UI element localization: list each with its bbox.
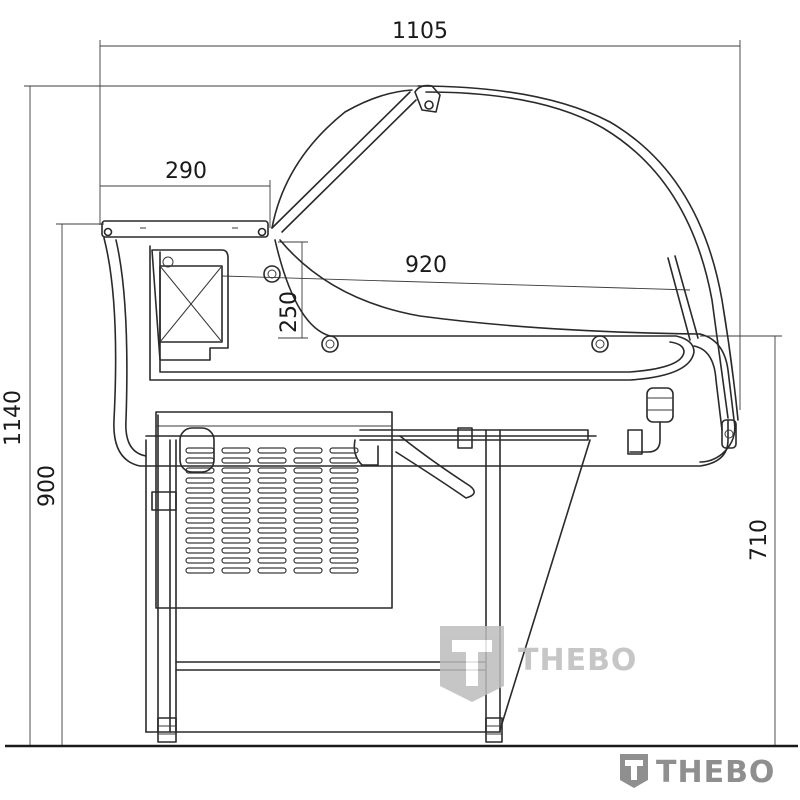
grille-slot bbox=[185, 487, 215, 494]
grille-slot bbox=[221, 477, 251, 484]
grille-slot bbox=[257, 447, 287, 454]
dim-shelf-width: 290 bbox=[165, 159, 207, 184]
dim-inner-width: 920 bbox=[405, 253, 447, 278]
grille-slot bbox=[257, 537, 287, 544]
expansion-valve bbox=[627, 387, 737, 455]
grille-slot bbox=[185, 457, 215, 464]
support-frame bbox=[145, 414, 597, 743]
grille-slot bbox=[257, 547, 287, 554]
evaporator-box bbox=[151, 249, 229, 361]
grille-slot bbox=[221, 457, 251, 464]
grille-slot bbox=[293, 537, 323, 544]
grille-slot bbox=[293, 487, 323, 494]
watermark-brand-center: THEBO bbox=[518, 643, 637, 678]
grille-slot bbox=[293, 497, 323, 504]
grille-slot bbox=[329, 477, 359, 484]
grille-slot bbox=[257, 497, 287, 504]
grille-slot bbox=[221, 567, 251, 574]
grille-slot bbox=[221, 507, 251, 514]
grille-slot bbox=[329, 447, 359, 454]
grille-slot bbox=[185, 447, 215, 454]
grille-slot bbox=[329, 497, 359, 504]
grille-slot bbox=[329, 487, 359, 494]
grille-slot bbox=[221, 517, 251, 524]
knob bbox=[263, 265, 281, 283]
dim-inner-height: 250 bbox=[277, 291, 302, 333]
dimension-lines bbox=[24, 40, 782, 745]
grille-slot bbox=[293, 477, 323, 484]
dim-total-height: 1140 bbox=[1, 390, 26, 446]
grille-slot bbox=[221, 537, 251, 544]
grille-slot bbox=[293, 517, 323, 524]
grille-slot bbox=[257, 457, 287, 464]
glass-canopy bbox=[271, 84, 739, 421]
hinge-pin bbox=[424, 100, 434, 110]
dim-counter-height: 900 bbox=[35, 465, 60, 507]
grille-slot bbox=[293, 457, 323, 464]
grille-slot bbox=[257, 557, 287, 564]
grille-slot bbox=[185, 497, 215, 504]
cabinet-body bbox=[103, 237, 736, 467]
top-shelf bbox=[101, 220, 269, 238]
grille-slot bbox=[257, 487, 287, 494]
dim-deck-height: 710 bbox=[747, 519, 772, 561]
knob bbox=[321, 335, 339, 353]
grille-slot bbox=[185, 547, 215, 554]
grille-slot bbox=[329, 507, 359, 514]
grille-slot bbox=[221, 487, 251, 494]
grille-slot bbox=[293, 447, 323, 454]
hinge bbox=[414, 84, 441, 113]
grille-slot bbox=[293, 467, 323, 474]
grille-slot bbox=[293, 567, 323, 574]
grille-slot bbox=[257, 467, 287, 474]
grille-slot bbox=[257, 567, 287, 574]
knob bbox=[591, 335, 609, 353]
grille-slot bbox=[329, 527, 359, 534]
grille-slot bbox=[257, 527, 287, 534]
grille-slot bbox=[221, 447, 251, 454]
grille-slot bbox=[329, 457, 359, 464]
grille-slot bbox=[329, 467, 359, 474]
grille-slot bbox=[185, 527, 215, 534]
grille-slot bbox=[293, 507, 323, 514]
grille-slot bbox=[329, 567, 359, 574]
grille-slot bbox=[185, 517, 215, 524]
grille-slot bbox=[221, 527, 251, 534]
grille-slot bbox=[221, 547, 251, 554]
grille-slot bbox=[293, 527, 323, 534]
watermark-corner: THEBO bbox=[620, 754, 775, 790]
condenser-grille bbox=[185, 447, 359, 574]
grille-slot bbox=[185, 567, 215, 574]
grille-slot bbox=[185, 537, 215, 544]
drain-pipe bbox=[353, 427, 589, 499]
grille-slot bbox=[257, 477, 287, 484]
grille-slot bbox=[221, 557, 251, 564]
grille-slot bbox=[293, 557, 323, 564]
grille-slot bbox=[257, 507, 287, 514]
grille-slot bbox=[221, 497, 251, 504]
grille-slot bbox=[185, 507, 215, 514]
grille-slot bbox=[185, 557, 215, 564]
watermark-brand-corner: THEBO bbox=[656, 755, 775, 790]
grille-slot bbox=[221, 467, 251, 474]
refrigeration-unit bbox=[151, 411, 393, 609]
grille-slot bbox=[329, 537, 359, 544]
grille-slot bbox=[329, 557, 359, 564]
grille-slot bbox=[293, 547, 323, 554]
watermark-center: THEBO bbox=[440, 626, 637, 702]
grille-slot bbox=[185, 477, 215, 484]
dim-overall-width: 1105 bbox=[392, 19, 448, 44]
grille-slot bbox=[329, 517, 359, 524]
grille-slot bbox=[329, 547, 359, 554]
grille-slot bbox=[257, 517, 287, 524]
